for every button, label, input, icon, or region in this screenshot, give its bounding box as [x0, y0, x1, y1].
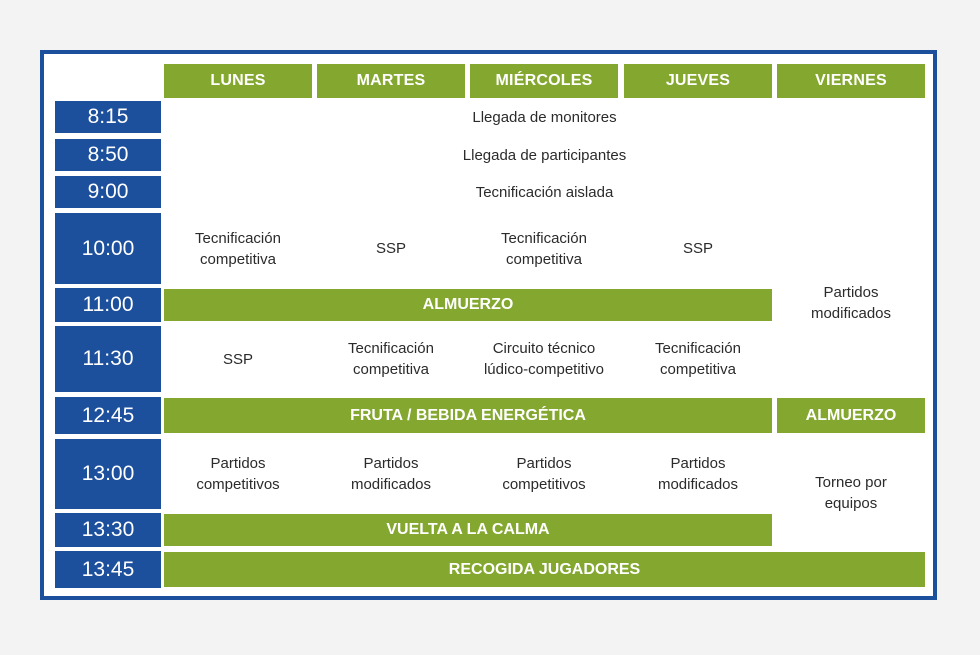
- activity-almuerzo-viernes: ALMUERZO: [777, 398, 925, 433]
- day-header-miercoles: MIÉRCOLES: [470, 64, 618, 98]
- activity-vuelta-calma-bar: VUELTA A LA CALMA: [164, 514, 772, 546]
- activity-1130-lunes: SSP: [222, 350, 253, 368]
- time-slot: 13:00: [55, 439, 161, 509]
- time-slot: 10:00: [55, 213, 161, 284]
- activity-fruta-bebida-bar: FRUTA / BEBIDA ENERGÉTICA: [164, 398, 772, 433]
- activity-llegada-monitores: Llegada de monitores: [472, 108, 617, 126]
- time-slot: 13:45: [55, 551, 161, 588]
- activity-tecnificacion-aislada: Tecnificación aislada: [475, 183, 614, 201]
- activity-llegada-participantes: Llegada de participantes: [462, 146, 627, 164]
- activity-1000-jueves: SSP: [682, 240, 713, 257]
- schedule-table: LUNES MARTES MIÉRCOLES JUEVES VIERNES 8:…: [40, 50, 937, 600]
- time-slot: 11:30: [55, 326, 161, 392]
- time-slot: 8:50: [55, 139, 161, 171]
- time-slot: 11:00: [55, 288, 161, 322]
- day-header-viernes: VIERNES: [777, 64, 925, 98]
- activity-1000-martes: SSP: [375, 240, 406, 257]
- time-slot: 8:15: [55, 101, 161, 133]
- time-slot: 12:45: [55, 397, 161, 434]
- time-slot: 9:00: [55, 176, 161, 208]
- day-header-lunes: LUNES: [164, 64, 312, 98]
- day-header-jueves: JUEVES: [624, 64, 772, 98]
- day-header-martes: MARTES: [317, 64, 465, 98]
- time-slot: 13:30: [55, 513, 161, 547]
- activity-recogida-bar: RECOGIDA JUGADORES: [164, 552, 925, 587]
- activity-almuerzo-bar: ALMUERZO: [164, 289, 772, 321]
